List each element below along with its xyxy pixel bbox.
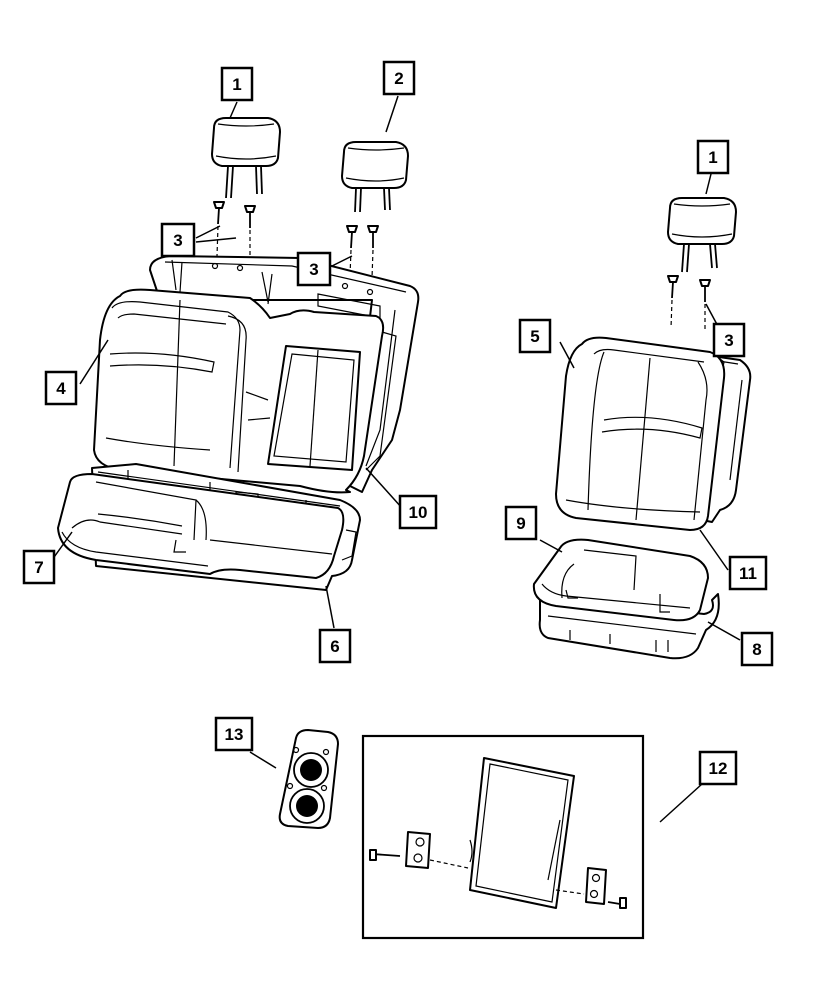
callout-6-label: 6 [330, 637, 339, 656]
callout-3b: 3 [296, 251, 332, 287]
seatback-cover-5 [555, 336, 726, 531]
callout-9: 9 [504, 505, 538, 541]
headrest-left-2 [341, 141, 409, 213]
callout-2-label: 2 [394, 69, 403, 88]
callout-5-label: 5 [530, 327, 539, 346]
callout-1a-label: 1 [232, 75, 241, 94]
headrest-guides-left [213, 201, 379, 279]
callout-1b-label: 1 [708, 148, 717, 167]
headrest-right-1 [667, 197, 737, 273]
callout-2: 2 [382, 60, 416, 96]
cupholder-insert-13 [278, 729, 339, 829]
callout-3c-label: 3 [724, 331, 733, 350]
callout-10: 10 [398, 494, 438, 530]
callout-11-label: 11 [739, 564, 757, 583]
headrest-guides-right [667, 275, 711, 330]
callout-3a: 3 [160, 222, 196, 258]
callout-3c: 3 [712, 322, 746, 358]
callout-13: 13 [214, 716, 254, 752]
callout-12: 12 [698, 750, 738, 786]
callout-4-label: 4 [56, 379, 66, 398]
callout-1a: 1 [220, 66, 254, 102]
callout-6: 6 [318, 628, 352, 664]
callout-11: 11 [728, 555, 768, 591]
callout-9-label: 9 [516, 514, 525, 533]
callout-8-label: 8 [752, 640, 761, 659]
callout-7-label: 7 [34, 558, 43, 577]
cushion-cover-9 [532, 538, 709, 622]
callout-10-label: 10 [409, 503, 428, 522]
seatback-cover-4 [93, 288, 397, 494]
callout-5: 5 [518, 318, 552, 354]
inset-panel-12 [361, 734, 645, 940]
callout-7: 7 [22, 549, 56, 585]
callout-13-label: 13 [225, 725, 244, 744]
callout-3a-label: 3 [173, 231, 182, 250]
leader-lines [51, 95, 741, 823]
cushion-cover-7 [57, 473, 345, 579]
callout-12-label: 12 [709, 759, 728, 778]
callout-4: 4 [44, 370, 78, 406]
callout-1b: 1 [696, 139, 730, 175]
callout-8: 8 [740, 631, 774, 667]
headrest-left-1 [211, 117, 281, 199]
callout-3b-label: 3 [309, 260, 318, 279]
